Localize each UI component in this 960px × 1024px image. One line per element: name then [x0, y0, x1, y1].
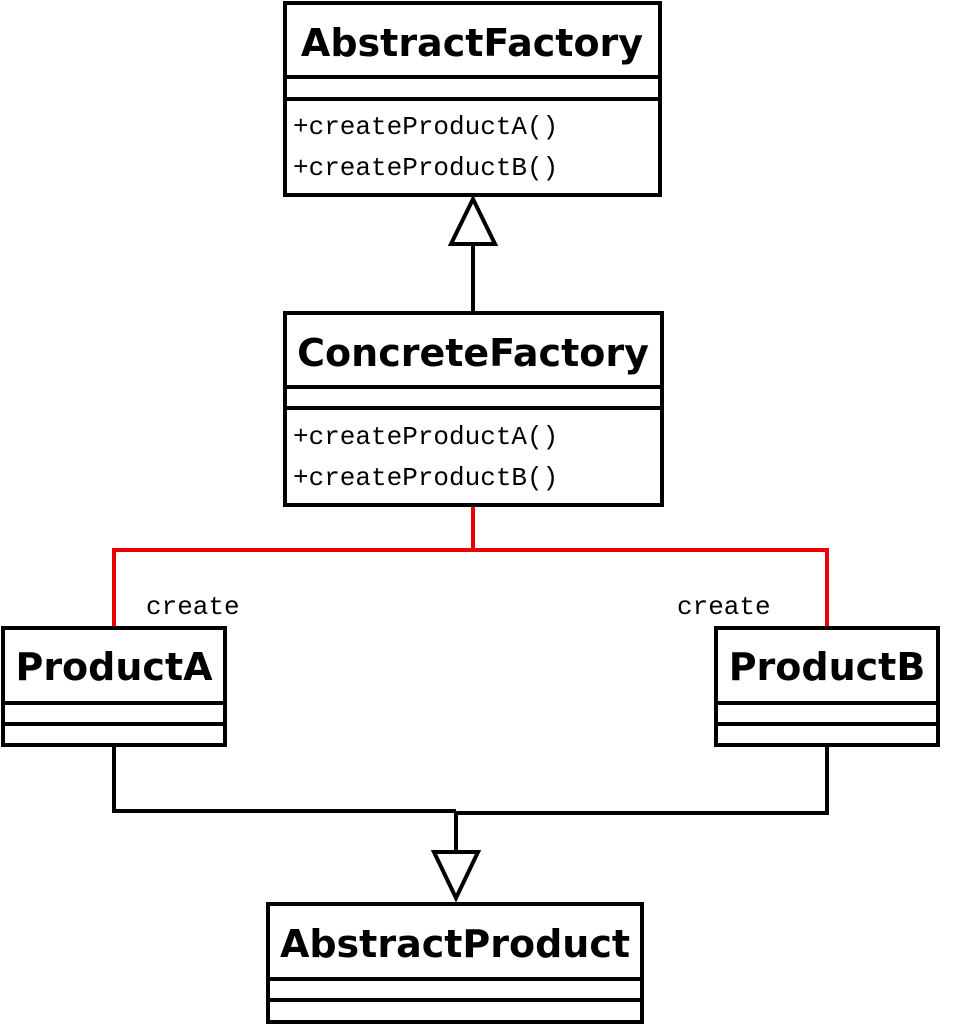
create-line-product-b: [473, 548, 829, 628]
generalization-line-product-a: [112, 745, 456, 813]
create-line-product-a: [112, 505, 475, 628]
operation-create-product-b: +createProductB(): [293, 153, 558, 183]
generalization-arrowhead-product: [430, 850, 482, 903]
class-name: AbstractProduct: [280, 922, 630, 966]
generalization-line-product-b: [456, 745, 829, 815]
operation-create-product-b: +createProductB(): [293, 463, 558, 493]
class-product-a[interactable]: ProductA: [1, 626, 227, 747]
operation-create-product-a: +createProductA(): [293, 112, 558, 142]
class-name: ConcreteFactory: [297, 331, 649, 375]
create-label-product-b: create: [677, 592, 771, 622]
generalization-arrowhead-factory: [447, 194, 499, 246]
class-name: AbstractFactory: [301, 21, 643, 65]
class-abstract-factory[interactable]: AbstractFactory +createProductA() +creat…: [283, 1, 662, 197]
class-name: ProductA: [15, 645, 213, 689]
create-label-product-a: create: [146, 592, 240, 622]
class-abstract-product[interactable]: AbstractProduct: [266, 902, 644, 1024]
operation-create-product-a: +createProductA(): [293, 422, 558, 452]
class-product-b[interactable]: ProductB: [714, 626, 940, 747]
class-concrete-factory[interactable]: ConcreteFactory +createProductA() +creat…: [283, 311, 664, 507]
class-name: ProductB: [729, 645, 926, 689]
